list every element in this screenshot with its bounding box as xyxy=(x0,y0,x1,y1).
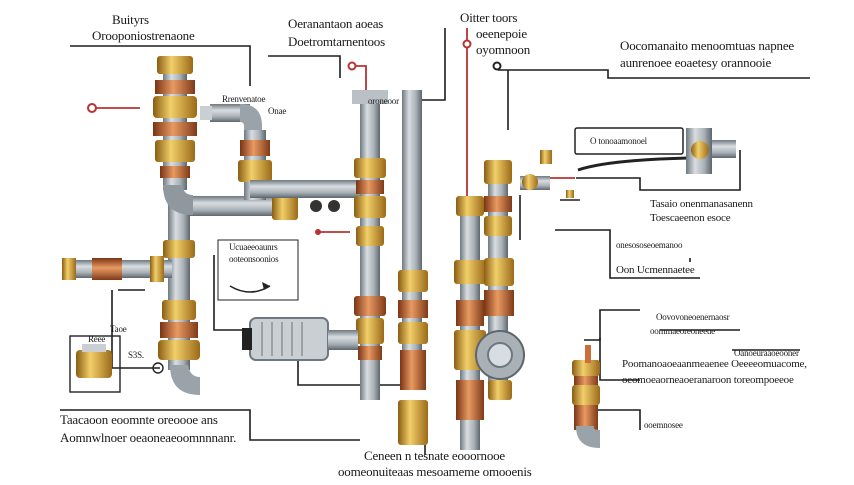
gauge-dots xyxy=(310,200,340,212)
signal-lines xyxy=(96,28,575,233)
label-meter: O tonoaamonoel xyxy=(590,136,647,146)
right-bottom-elbow xyxy=(572,345,600,448)
endpoint-markers xyxy=(87,39,502,235)
label-top-mid-2: Doetromtarnentoos xyxy=(288,34,385,49)
label-bottom-center-2: oomeonuiteaas mesoameme omooenis xyxy=(338,464,532,479)
label-left-small-1: Reee xyxy=(88,334,106,344)
label-right-mid-2: Toescaeenon esoce xyxy=(650,212,731,224)
label-small-upper-left-2: Onae xyxy=(268,106,287,116)
label-right-mid-1: Tasaio onenmanasanenn xyxy=(650,198,753,210)
label-left-small-2: Taoe xyxy=(110,324,127,334)
label-mid-box-1: Ucuaeeoaunrs xyxy=(229,242,278,252)
label-top-mid-1: Oeranantaon aoeas xyxy=(288,16,384,31)
valve-meter xyxy=(566,127,736,198)
label-right-low-2: oommaeoreoneeue xyxy=(650,326,715,336)
pump-motor xyxy=(242,317,358,361)
label-right-bottom-1: Poomanoaoeaanmeaenee Oeeeeomuacome, xyxy=(622,358,807,370)
label-right-low-1: Oovovoneoenernaosr xyxy=(656,312,730,322)
label-left-bottom-2: Aomnwlnoer oeaoneaeoomnnnanr. xyxy=(60,430,237,445)
label-top-right-1: Oitter toors xyxy=(460,10,518,25)
left-pipe-assembly xyxy=(62,56,298,395)
label-left-small-3: S3S. xyxy=(128,350,144,360)
label-right-small-bottom: ooemnosee xyxy=(644,420,683,430)
label-left-bottom-1: Taacaoon eoomnte oreoooe ans xyxy=(60,412,218,427)
flow-arrow xyxy=(217,239,299,301)
label-right-mid3-1: onesososeoemanoo xyxy=(616,240,683,250)
label-right-mid3-2: Oon Ucmennaetee xyxy=(616,264,695,276)
label-top-left-1: Buityrs xyxy=(112,12,149,27)
label-far-right-2: aunrenoee eoaetesy orannooie xyxy=(620,55,772,70)
left-tank xyxy=(69,335,164,393)
right-pipe-assembly xyxy=(454,150,552,450)
label-top-right-3: oyomnoon xyxy=(476,42,531,57)
center-pipe-assembly xyxy=(352,90,428,445)
label-small-upper-left: Rrenvenatoe xyxy=(222,94,266,104)
label-bottom-center-1: Ceneen n tesnate eooornooe xyxy=(364,448,505,463)
label-right-low-3: Oanoeuraaoeooner xyxy=(734,348,799,358)
label-far-right-1: Oocomanaito menoomtuas napnee xyxy=(620,38,794,53)
label-top-left-2: Orooponiostrenaone xyxy=(92,28,195,43)
elbow-pipe-assembly xyxy=(200,104,360,200)
label-right-bottom-2: oeomoeaorneaoeranaroon toreompoeeoe xyxy=(622,374,794,386)
label-top-right-2: oeenepoie xyxy=(476,26,527,41)
label-mid-box-2: ooteonsoonios xyxy=(229,254,279,264)
label-small-mid: oroneoor xyxy=(368,96,399,106)
